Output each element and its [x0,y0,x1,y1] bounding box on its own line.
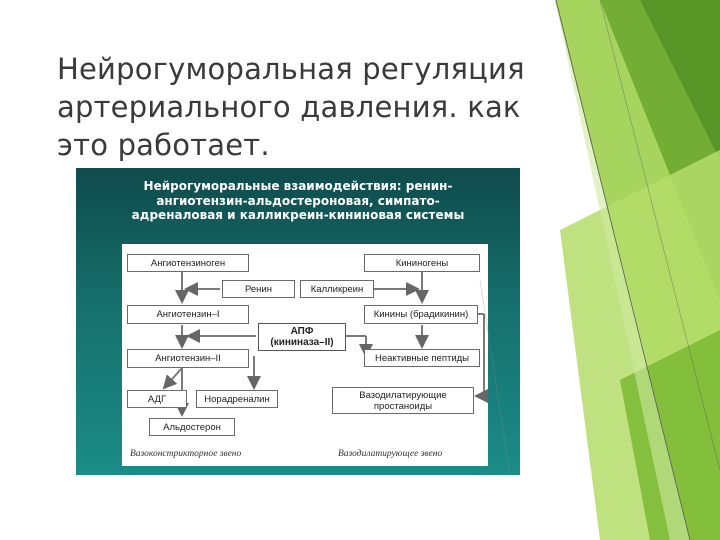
node-vasodilating-prostanoids: Вазодилатирующие простаноиды [332,387,474,414]
footer-vasodilator: Вазодилатирующее звено [338,449,443,459]
slide-title: Нейрогуморальная регуляция артериального… [57,50,527,164]
node-angiotensin-1: Ангиотензин–I [127,305,249,324]
node-prostanoids-line: простаноиды [373,400,433,412]
node-apf-label: АПФ [290,326,314,337]
node-angiotensinogen: Ангиотензиноген [127,254,249,272]
node-noradrenaline: Норадреналин [196,390,278,408]
figure-heading-line: ангиотензин-альдостероновая, симпато- [156,193,440,208]
node-kinins: Кинины (брадикинин) [364,305,478,324]
slide-title-line: Нейрогуморальная регуляция [57,52,525,86]
node-renin: Ренин [222,280,295,298]
node-apf: АПФ (кининаза–II) [258,323,346,351]
figure-heading-line: адреналовая и калликреин-кининовая систе… [131,208,465,222]
slide-title-line: артериального давления. как [57,90,521,124]
node-angiotensin-2: Ангиотензин–II [127,349,249,368]
node-apf-sublabel: (кининаза–II) [270,337,334,348]
footer-vasoconstrictor: Вазоконстрикторное звено [130,449,242,459]
node-kininogens: Кининогены [364,254,480,272]
node-kallikrein: Калликреин [300,280,374,298]
slide-title-line: это работает. [57,128,270,162]
figure-heading: Нейрогуморальные взаимодействия: ренин- … [76,179,520,223]
node-prostanoids-line: Вазодилатирующие [359,389,447,401]
node-inactive-peptides: Неактивные пептиды [364,349,480,367]
figure-heading-line: Нейрогуморальные взаимодействия: ренин- [143,179,453,193]
node-aldosterone: Альдостерон [149,418,235,436]
node-adh: АДГ [127,390,187,408]
